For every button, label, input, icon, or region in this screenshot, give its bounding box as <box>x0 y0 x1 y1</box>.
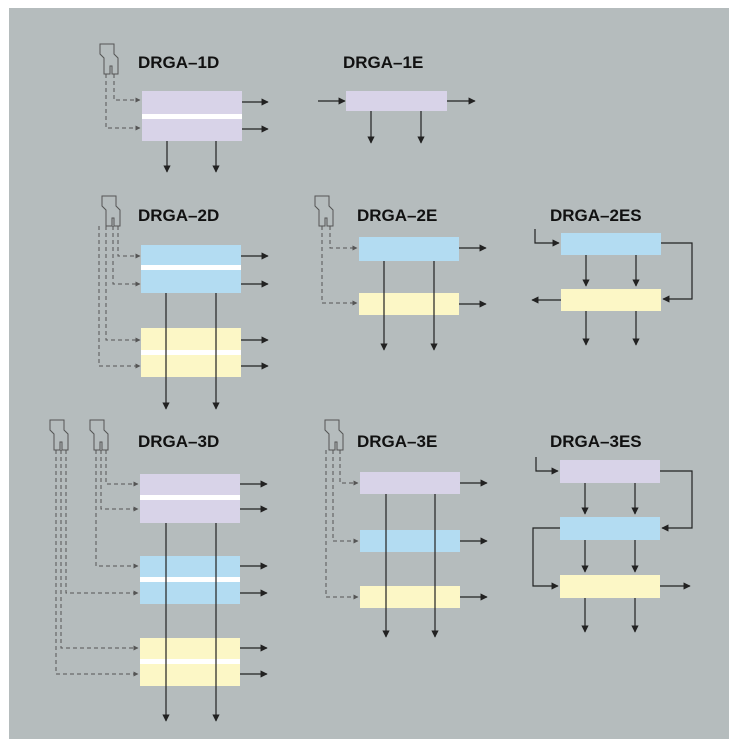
dashed-feed-line <box>117 226 141 259</box>
inlet-arrow <box>534 229 560 247</box>
feed-distributor-symbol-icon <box>99 43 119 75</box>
feed-distributor-symbol-icon <box>101 195 121 227</box>
dashed-feed-line <box>112 226 141 287</box>
drga-2es-group <box>531 229 693 346</box>
dashed-feed-line <box>105 450 139 487</box>
inlet-arrow <box>535 457 559 475</box>
dashed-feed-line <box>100 450 139 512</box>
drga-3d-group <box>49 419 268 722</box>
recycle-arrow <box>661 242 693 303</box>
label-drga-3e: DRGA–3E <box>357 432 437 451</box>
stage-separator <box>141 265 241 270</box>
stage-rect-blue <box>359 237 459 261</box>
stage-separator <box>140 659 240 664</box>
label-drga-2es: DRGA–2ES <box>550 206 642 225</box>
recycle-arrow <box>660 470 693 532</box>
stage-rect-yellow <box>560 575 660 598</box>
label-drga-1e: DRGA–1E <box>343 53 423 72</box>
label-drga-3es: DRGA–3ES <box>550 432 642 451</box>
dashed-feed-line <box>60 450 139 651</box>
stage-separator <box>140 577 240 582</box>
drga-2d-group <box>98 195 269 410</box>
dashed-feed-line <box>332 450 359 544</box>
feed-distributor-symbol-icon <box>324 419 344 451</box>
stage-separator <box>141 350 241 355</box>
stage-rect-lavender <box>560 460 660 483</box>
stage-rect-lavender <box>360 472 460 494</box>
drga-2e-group <box>314 195 487 351</box>
drga-1d-group <box>99 43 269 173</box>
feed-distributor-symbol-icon <box>49 419 69 451</box>
dashed-feed-line <box>105 226 141 343</box>
drga-1e-group <box>318 91 476 144</box>
stage-rect-blue <box>560 517 660 540</box>
dashed-feed-line <box>325 450 359 600</box>
label-drga-1d: DRGA–1D <box>138 53 219 72</box>
feed-distributor-symbol-icon <box>314 195 334 227</box>
label-drga-2d: DRGA–2D <box>138 206 219 225</box>
label-drga-2e: DRGA–2E <box>357 206 437 225</box>
dashed-feed-line <box>95 450 139 569</box>
dashed-feed-line <box>329 226 358 251</box>
dashed-feed-line <box>98 226 141 369</box>
diagram-canvas: DRGA–1D DRGA–1E DRGA–2D DRGA–2E DRGA–2ES… <box>9 8 729 739</box>
stage-separator <box>140 495 240 500</box>
feed-distributor-symbol-icon <box>89 419 109 451</box>
stage-rect-blue <box>561 233 661 255</box>
stage-rect-lavender <box>346 91 447 111</box>
dashed-feed-line <box>105 74 141 131</box>
dashed-feed-line <box>55 450 139 677</box>
dashed-feed-line <box>321 226 358 306</box>
stage-rect-yellow <box>360 586 460 608</box>
drga-3es-group <box>532 457 693 633</box>
dashed-feed-line <box>65 450 139 596</box>
label-drga-3d: DRGA–3D <box>138 432 219 451</box>
drga-configurations-diagram: DRGA–1D DRGA–1E DRGA–2D DRGA–2E DRGA–2ES… <box>49 43 693 722</box>
stage-separator <box>142 114 242 119</box>
dashed-feed-line <box>339 450 359 486</box>
stage-rect-blue <box>360 530 460 552</box>
drga-3e-group <box>324 419 488 638</box>
dashed-feed-line <box>113 74 141 103</box>
recycle-arrow <box>532 527 560 590</box>
stage-rect-yellow <box>359 293 459 315</box>
stage-rect-yellow <box>561 289 661 311</box>
